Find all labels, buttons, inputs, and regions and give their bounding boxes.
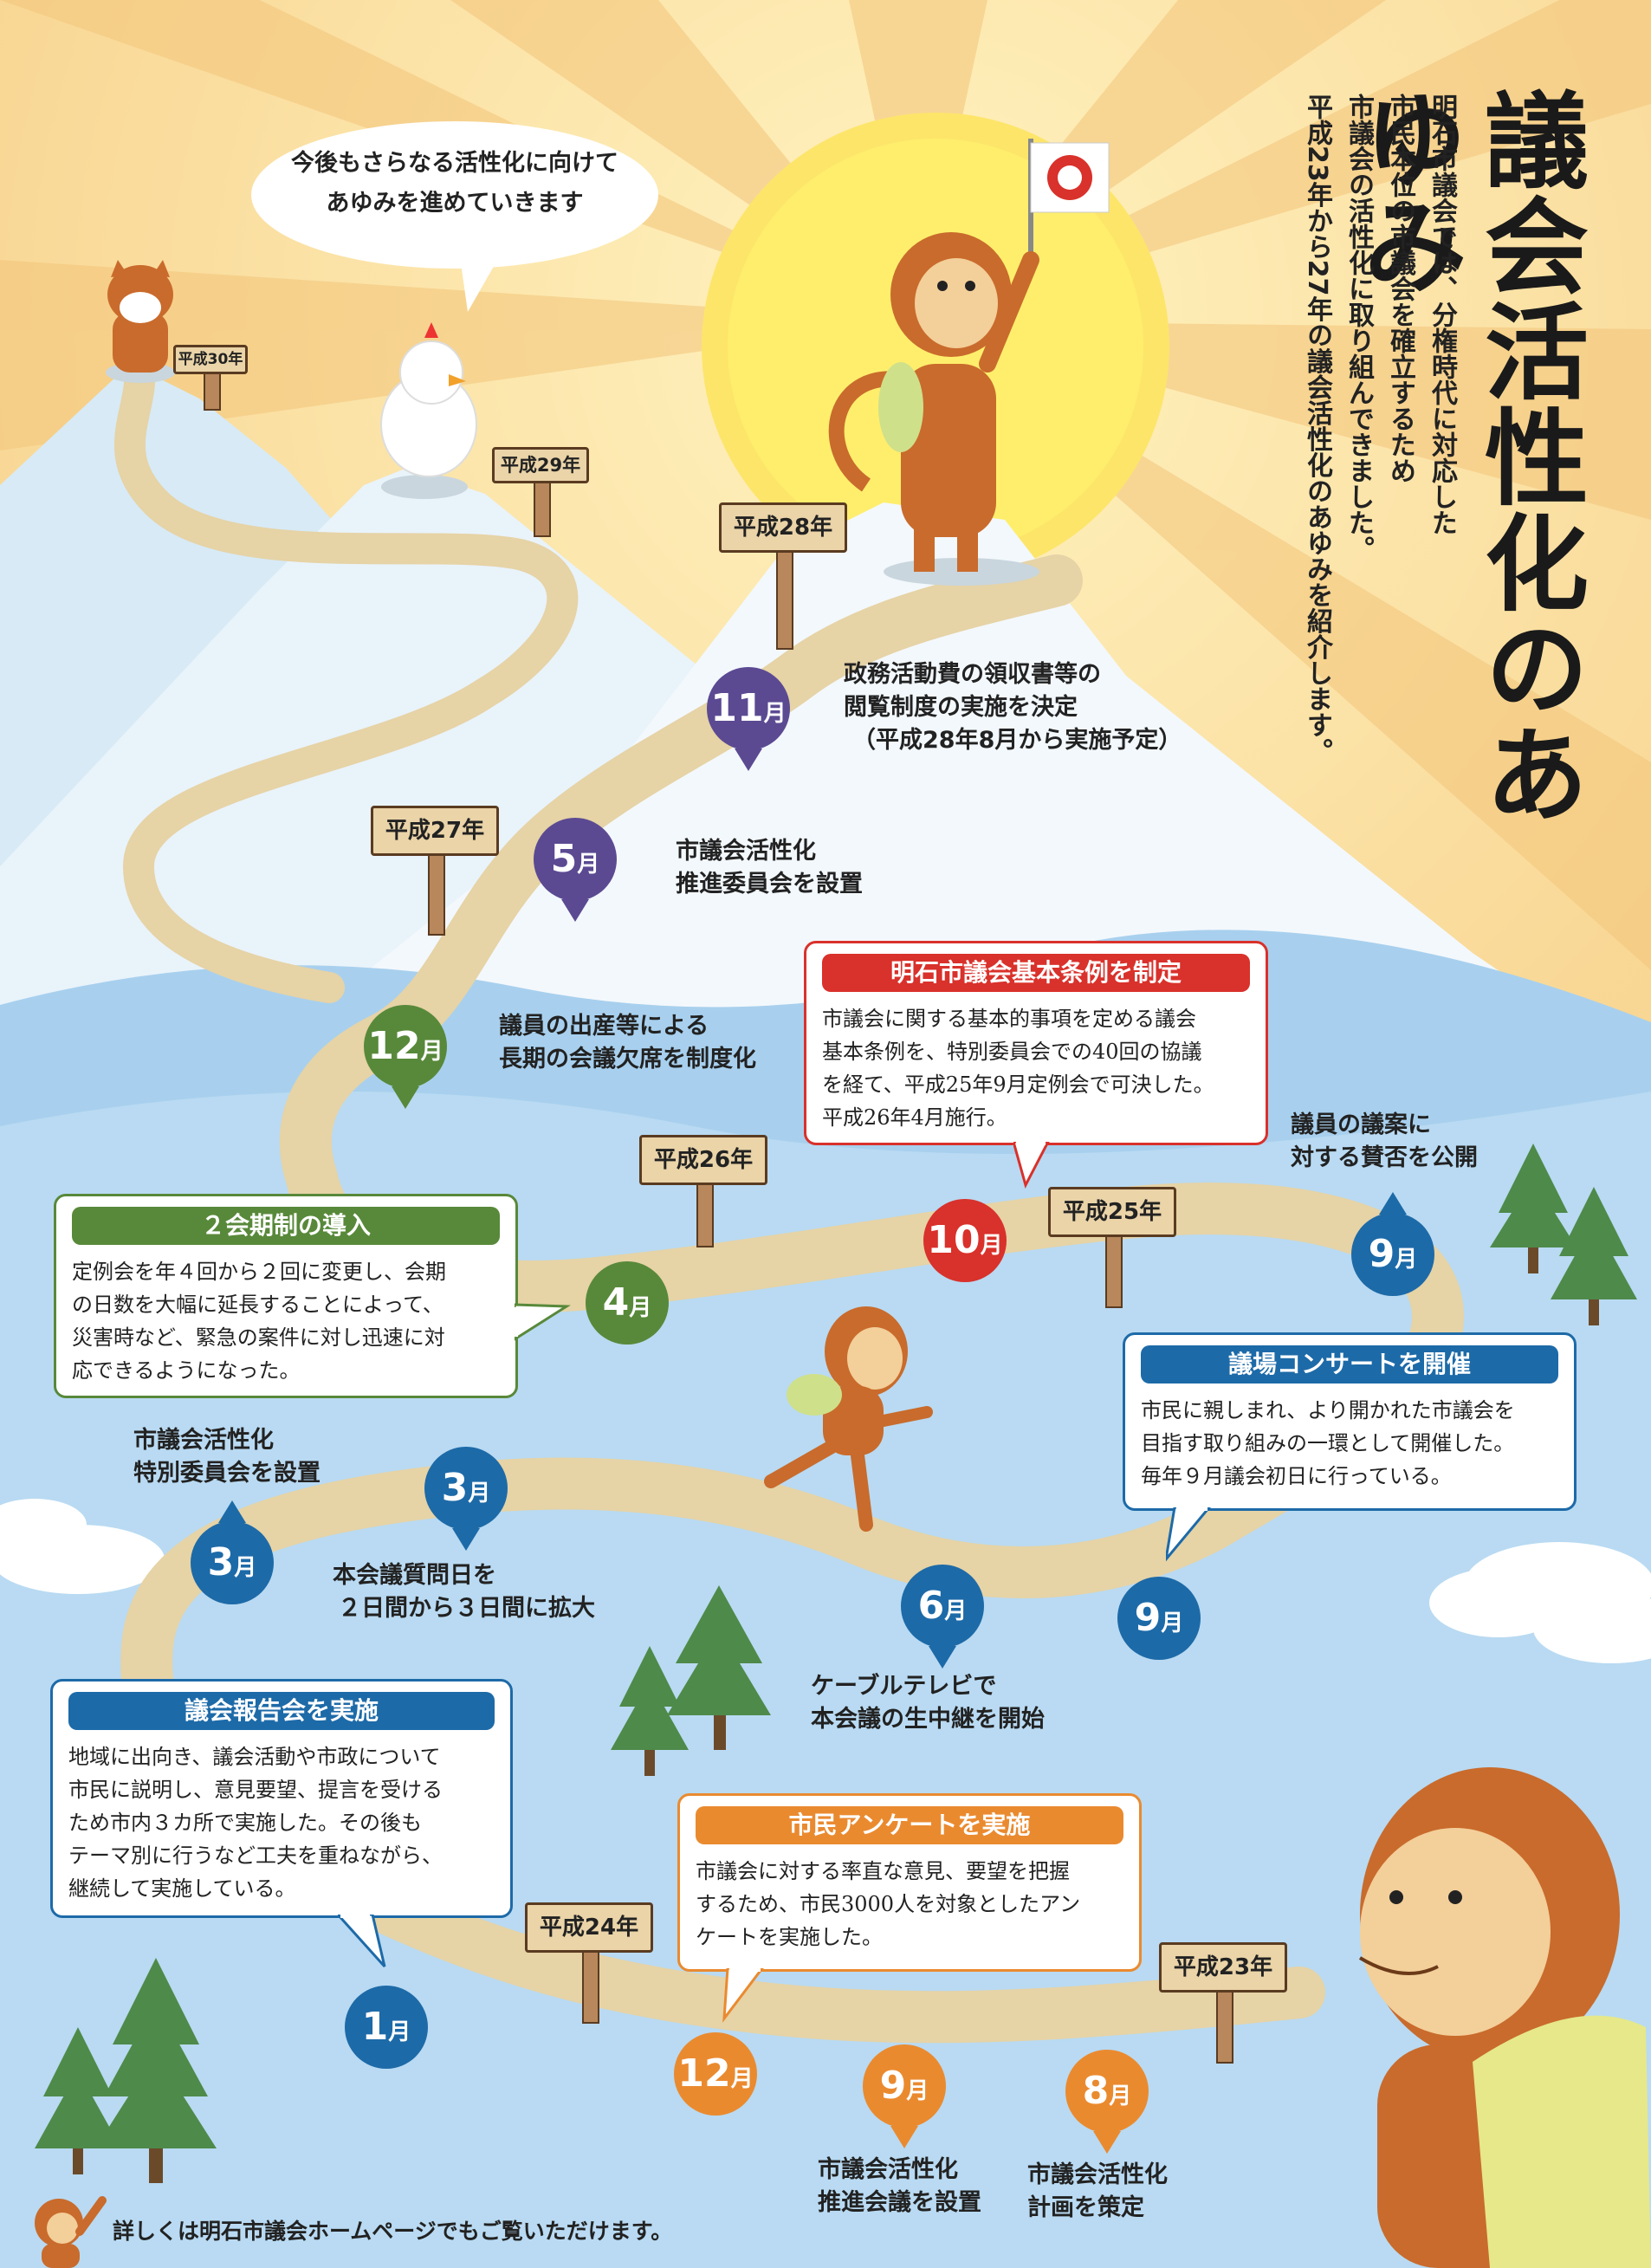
label-h28-11: 政務活動費の領収書等の 閲覧制度の実施を決定 （平成28年8月から実施予定） [844, 661, 1182, 754]
chicken-character [380, 322, 477, 499]
sign-h29: 平成29年 [492, 447, 589, 537]
intro-line-2: 市民本位の市議会を確立するため [1385, 94, 1415, 483]
label-h25-9: 議員の議案に 対する賛否を公開 [1291, 1111, 1478, 1171]
box-concert-pointer [1166, 1507, 1211, 1562]
box-nikaiki: ２会期制の導入 定例会を年４回から２回に変更し、会期 の日数を大幅に延長すること… [54, 1194, 518, 1398]
box-enquete: 市民アンケートを実施 市議会に対する率直な意見、要望を把握 するため、市民300… [677, 1793, 1142, 1972]
sign-h24: 平成24年 [525, 1902, 653, 2024]
label-h23-9: 市議会活性化 推進会議を設置 [818, 2156, 981, 2216]
monkey-with-flag [828, 139, 1110, 586]
pin-h23-9: 9月 [863, 2044, 946, 2148]
label-h23-8: 市議会活性化 計画を策定 [1027, 2161, 1168, 2221]
small-monkey-icon [35, 2196, 107, 2268]
pin-h23-12: 12月 [674, 2032, 757, 2116]
label-h26-12: 議員の出産等による 長期の会議欠席を制度化 [499, 1013, 756, 1072]
running-monkey [764, 1306, 933, 1532]
sign-h26: 平成26年 [639, 1135, 767, 1247]
label-h25-3: 本会議質問日を ２日間から３日間に拡大 [333, 1562, 595, 1622]
footer-note: 詳しくは明石市議会ホームページでもご覧いただけます。 [113, 2219, 673, 2244]
sign-h25: 平成25年 [1048, 1187, 1176, 1308]
pin-h24-9: 9月 [1117, 1577, 1201, 1660]
box-houkokukai: 議会報告会を実施 地域に出向き、議会活動や市政について 市民に説明し、意見要望、… [50, 1679, 513, 1918]
pin-h25-9: 9月 [1351, 1192, 1434, 1296]
pin-h26-12: 12月 [364, 1005, 447, 1109]
pin-h27-5: 5月 [534, 818, 617, 922]
intro-line-3: 市議会の活性化に取り組んできました。 [1343, 94, 1374, 561]
box-kihon-jorei: 明石市議会基本条例を制定 市議会に関する基本的事項を定める議会 基本条例を、特別… [804, 941, 1268, 1145]
pin-h24-1: 1月 [345, 1986, 428, 2069]
sign-h27: 平成27年 [371, 806, 499, 936]
box-concert: 議場コンサートを開催 市民に親しまれ、より開かれた市議会を 目指す取り組みの一環… [1123, 1332, 1577, 1511]
speech-line-1: 今後もさらなる活性化に向けて [291, 150, 618, 177]
pin-h25-3: 3月 [424, 1447, 508, 1551]
pin-h23-8: 8月 [1065, 2050, 1149, 2154]
label-h27-5: 市議会活性化 推進委員会を設置 [676, 838, 863, 897]
box-nikaiki-pointer [515, 1303, 571, 1341]
box-enquete-pointer [722, 1968, 764, 2023]
label-h24-3: 市議会活性化 特別委員会を設置 [133, 1427, 320, 1487]
speech-line-2: あゆみを進めていきます [326, 190, 584, 217]
intro-line-1: 明石市議会では、分権時代に対応した [1427, 94, 1457, 535]
box-houkokukai-pointer [338, 1915, 386, 1968]
speech-tail [459, 251, 502, 312]
sign-h30: 平成30年 [173, 345, 248, 411]
pin-h28-11: 11月 [707, 667, 790, 771]
pin-h24-6: 6月 [901, 1565, 984, 1669]
speech-bubble: 今後もさらなる活性化に向けて あゆみを進めていきます [251, 121, 658, 269]
pin-h25-10: 10月 [923, 1199, 1007, 1282]
page-title: 議会活性化のあゆみ [1345, 87, 1587, 826]
pin-h24-3: 3月 [191, 1500, 274, 1604]
sign-h28: 平成28年 [719, 502, 847, 650]
dog-character [106, 260, 175, 383]
pin-h26-4: 4月 [586, 1261, 669, 1345]
sign-h23: 平成23年 [1159, 1942, 1287, 2064]
monkey-bottom-right [1358, 1767, 1651, 2268]
label-h24-6: ケーブルテレビで 本会議の生中継を開始 [811, 1673, 1045, 1733]
intro-line-4: 平成23年から27年の議会活性化のあゆみを紹介します。 [1302, 94, 1332, 764]
box-kihon-pointer [1013, 1142, 1050, 1189]
